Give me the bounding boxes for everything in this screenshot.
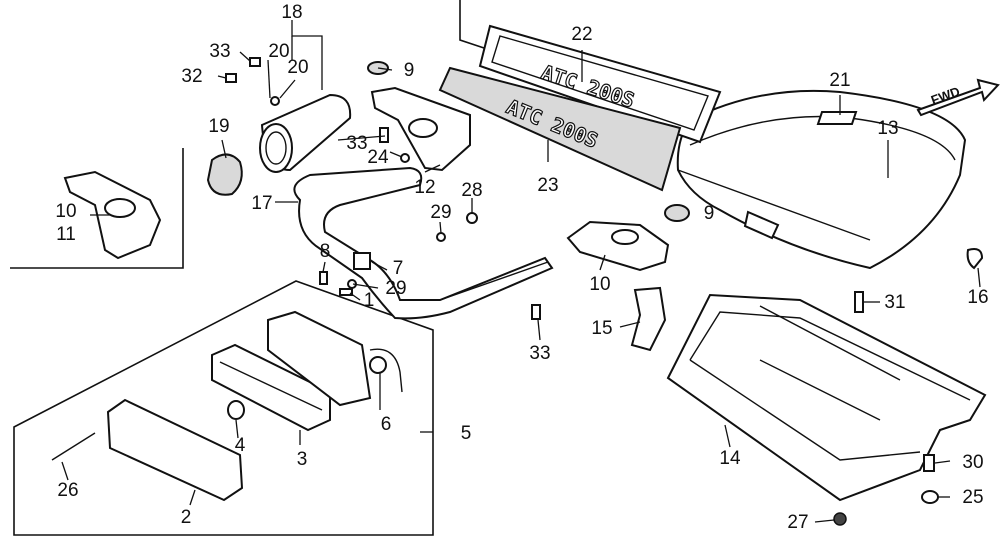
nut-25: [921, 490, 939, 504]
callout-18: 18: [281, 2, 302, 23]
fwd-arrow: FWD: [916, 78, 1000, 117]
callout-22: 22: [571, 24, 592, 45]
callout-29-upper: 29: [430, 202, 451, 223]
callout-17: 17: [251, 193, 272, 214]
callout-33-mid: 33: [346, 133, 367, 154]
fender-decal: [816, 111, 858, 125]
callout-19: 19: [208, 116, 229, 137]
bolt-33c: [531, 304, 541, 320]
grab-bar: [293, 166, 554, 320]
callout-12: 12: [414, 177, 435, 198]
callout-23: 23: [537, 175, 558, 196]
callout-33-bottom: 33: [529, 343, 550, 364]
callout-2: 2: [181, 507, 192, 528]
callout-6: 6: [381, 414, 392, 435]
callout-9-right: 9: [704, 203, 715, 224]
callout-21: 21: [829, 70, 850, 91]
bracket-10-hole: [611, 229, 639, 245]
callout-28: 28: [461, 180, 482, 201]
grommet-9b: [664, 204, 690, 222]
callout-33-top: 33: [209, 41, 230, 62]
callout-25: 25: [962, 487, 983, 508]
knob-19: [206, 153, 243, 196]
nut-28: [466, 212, 478, 224]
callout-16: 16: [967, 287, 988, 308]
screw-33a: [249, 57, 261, 67]
tube-cover: [259, 93, 352, 173]
bracket-12-hole: [408, 118, 438, 138]
socket-6: [369, 356, 387, 374]
callout-30: 30: [962, 452, 983, 473]
callout-10: 10: [589, 274, 610, 295]
bolt-8: [319, 271, 328, 285]
callout-15: 15: [591, 318, 612, 339]
clip-7: [353, 252, 371, 270]
callout-9-top: 9: [404, 60, 415, 81]
callout-29-lower: 29: [385, 278, 406, 299]
screw-26: [51, 432, 96, 461]
callout-20-left: 20: [268, 41, 289, 62]
callout-27: 27: [787, 512, 808, 533]
callout-1: 1: [364, 290, 375, 311]
nut-24: [400, 153, 410, 163]
screw-33b: [379, 127, 389, 143]
clip-15: [630, 286, 667, 352]
bracket-10: [566, 220, 670, 272]
callout-10-inset: 10: [55, 201, 76, 222]
nut-27: [833, 512, 847, 526]
callout-11: 11: [56, 224, 76, 245]
collar-1: [339, 288, 353, 296]
base-5: [267, 310, 372, 407]
rear-fender: [676, 89, 967, 270]
callout-31: 31: [884, 292, 905, 313]
toolbox: [666, 293, 987, 502]
callout-3: 3: [297, 449, 308, 470]
callout-4: 4: [235, 435, 246, 456]
bracket-inset-hole: [104, 198, 136, 218]
rivet-16: [966, 248, 984, 270]
callout-32: 32: [181, 66, 202, 87]
bolt-30: [923, 454, 935, 472]
callout-7: 7: [393, 258, 404, 279]
leader-lines: [61, 20, 981, 523]
washer-20: [270, 96, 280, 106]
callout-13: 13: [877, 118, 898, 139]
lens-2: [106, 398, 244, 502]
callout-26: 26: [57, 480, 78, 501]
callout-20-right: 20: [287, 57, 308, 78]
inset-frame: [10, 148, 184, 269]
screw-32: [225, 73, 237, 83]
bolt-31: [854, 291, 864, 313]
callout-24: 24: [367, 147, 389, 168]
washer-29a: [436, 232, 446, 242]
bulb-4: [227, 400, 245, 420]
callout-8: 8: [320, 241, 331, 262]
gasket-3: [211, 343, 331, 432]
callout-5: 5: [461, 423, 472, 444]
callout-14: 14: [719, 448, 741, 469]
